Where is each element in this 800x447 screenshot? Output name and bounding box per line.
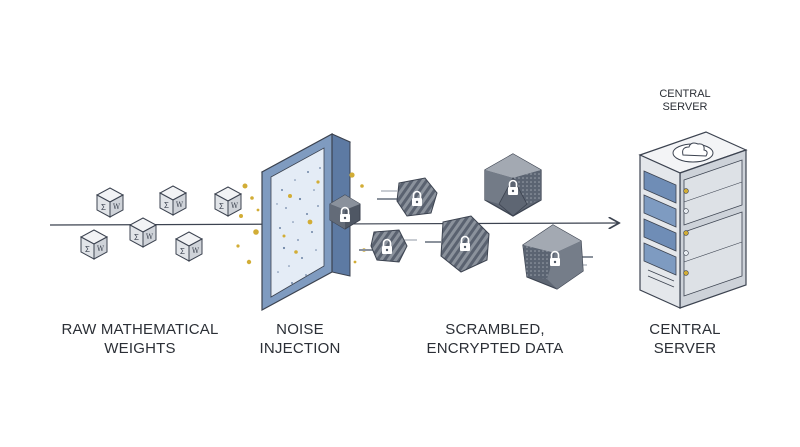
server-units <box>643 170 677 288</box>
cloud-icon <box>672 142 714 163</box>
sigma-symbol: Σ <box>164 201 169 210</box>
label-raw-weights: RAW MATHEMATICAL WEIGHTS <box>40 320 240 358</box>
noise-speckles <box>276 167 321 284</box>
weight-cube-icon: Σ W <box>129 217 157 248</box>
weight-cube-icon: Σ W <box>80 229 108 260</box>
label-line: RAW MATHEMATICAL <box>61 321 219 338</box>
weight-cube-icon: Σ W <box>96 187 124 218</box>
label-line: SERVER <box>653 340 717 357</box>
server-caption-line1: CENTRAL <box>659 88 711 100</box>
label-line: WEIGHTS <box>104 340 176 357</box>
w-symbol: W <box>192 247 200 255</box>
server-tower-icon <box>638 131 748 309</box>
label-line: CENTRAL <box>649 321 721 338</box>
sigma-symbol: Σ <box>101 203 106 212</box>
label-encrypted-data: SCRAMBLED, ENCRYPTED DATA <box>395 320 595 358</box>
encrypted-gem <box>522 224 593 290</box>
weight-cube-icon: Σ W <box>175 231 203 262</box>
server-caption-line2: SERVER <box>662 101 708 113</box>
label-line: NOISE <box>276 321 324 338</box>
w-symbol: W <box>97 245 105 253</box>
noise-filter-panel <box>260 132 352 312</box>
label-line: SCRAMBLED, <box>445 321 545 338</box>
w-symbol: W <box>231 202 239 210</box>
sigma-symbol: Σ <box>180 247 185 256</box>
encrypted-gem <box>484 153 542 217</box>
w-symbol: W <box>113 203 121 211</box>
label-central-server: CENTRAL SERVER <box>610 320 760 358</box>
sigma-symbol: Σ <box>219 202 224 211</box>
weight-cube-icon: Σ W <box>214 186 242 217</box>
w-symbol: W <box>146 233 154 241</box>
label-line: ENCRYPTED DATA <box>426 340 564 357</box>
encrypted-gem <box>329 194 361 230</box>
sigma-symbol: Σ <box>134 233 139 242</box>
sigma-symbol: Σ <box>85 245 90 254</box>
weight-cube-icon: Σ W <box>159 185 187 216</box>
server-caption: CENTRAL SERVER <box>620 88 750 114</box>
w-symbol: W <box>176 201 184 209</box>
encrypted-gem <box>359 229 417 263</box>
encrypted-gem <box>425 215 490 273</box>
noise-particles <box>236 183 260 265</box>
label-noise-injection: NOISE INJECTION <box>245 320 355 358</box>
encrypted-gem <box>377 177 438 217</box>
label-line: INJECTION <box>259 340 341 357</box>
status-lights <box>683 188 689 276</box>
